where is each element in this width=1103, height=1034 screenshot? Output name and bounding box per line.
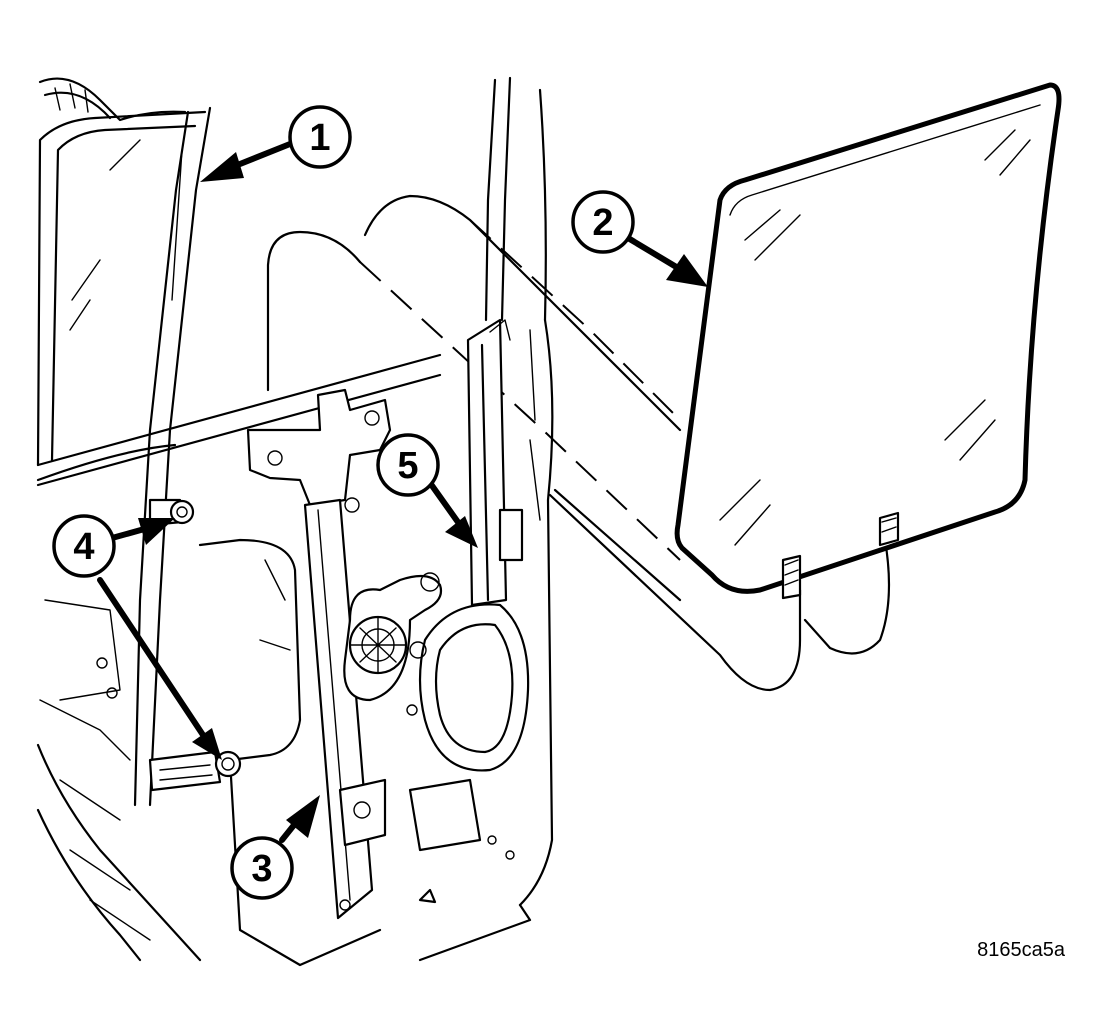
window-regulator <box>246 388 443 920</box>
callout-4-label: 4 <box>73 526 94 568</box>
door-glass <box>674 82 1062 600</box>
door-frame <box>36 76 554 967</box>
callout-2: 2 <box>571 190 635 254</box>
callout-1: 1 <box>288 105 352 169</box>
callout-3: 3 <box>230 836 294 900</box>
regulator-motor <box>343 572 443 702</box>
callout-5-label: 5 <box>397 445 418 487</box>
callout-1-label: 1 <box>309 117 330 159</box>
speaker-opening <box>418 603 530 772</box>
figure-reference-code: 8165ca5a <box>977 939 1065 961</box>
callout-leaders <box>97 139 708 843</box>
callout-3-label: 3 <box>251 848 272 890</box>
callout-2-label: 2 <box>592 202 613 244</box>
callout-4: 4 <box>52 514 116 578</box>
callout-5: 5 <box>376 433 440 497</box>
glass-travel-path <box>266 194 891 692</box>
rear-glass-run-channel <box>466 318 524 607</box>
